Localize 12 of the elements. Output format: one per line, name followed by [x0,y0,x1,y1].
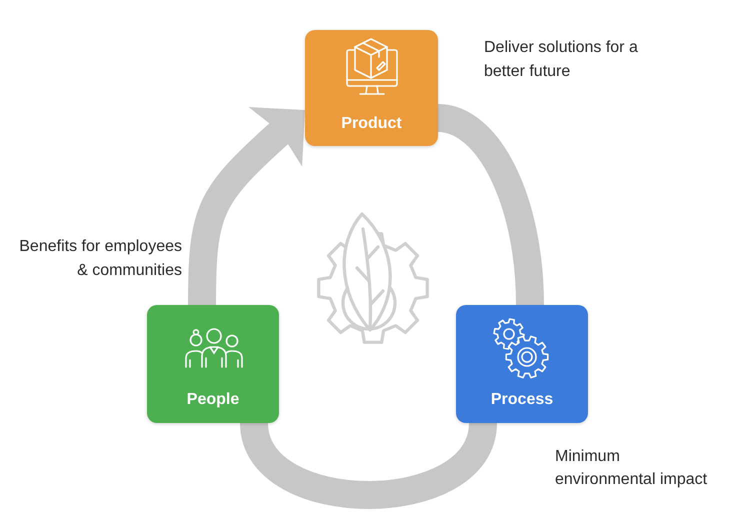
node-label: Process [490,390,554,410]
node-label: People [186,390,240,410]
node-label: Product [341,114,402,134]
node-caption: Deliver solutions for a better future [484,38,639,82]
curved-arrow [188,107,305,306]
stage-box [147,305,279,423]
stage-box [456,305,588,423]
stage-box [305,30,438,146]
curved-connector [240,420,497,509]
curved-connector [436,104,544,306]
node-caption: Minimum environmental impact [555,447,708,490]
node-caption: Benefits for employees & communities [18,237,182,281]
